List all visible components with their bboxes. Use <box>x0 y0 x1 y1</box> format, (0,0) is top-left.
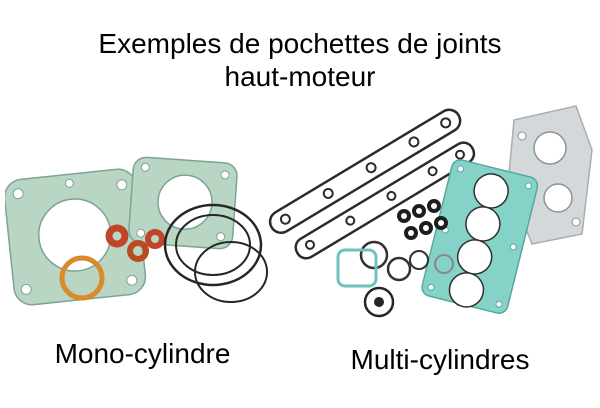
page-title: Exemples de pochettes de joints haut-mot… <box>0 27 600 93</box>
multi-valve-stem-seals <box>397 199 448 240</box>
mono-orange-o-rings <box>105 224 165 262</box>
multi-seal-ring-with-dot <box>363 286 395 318</box>
mono-head-gasket-right <box>128 156 238 250</box>
multi-small-teal-gasket <box>336 248 378 288</box>
multi-valve-cover-gasket-a <box>268 108 462 235</box>
multi-black-o-rings <box>359 240 454 282</box>
page-title-line-2: haut-moteur <box>224 60 376 92</box>
caption-mono-cylindre: Mono-cylindre <box>54 338 231 369</box>
multi-head-gasket-teal <box>421 159 539 314</box>
mono-cylinder-gasket-set-image <box>5 156 268 306</box>
caption-multi-cylindres: Multi-cylindres <box>350 344 530 375</box>
multi-valve-cover-gasket-b <box>294 141 476 260</box>
mono-amber-ring <box>59 255 105 301</box>
multi-cylinder-gasket-set-image <box>268 105 593 318</box>
mono-base-gasket-rings <box>163 203 268 303</box>
page-title-line-1: Exemples de pochettes de joints <box>98 27 502 59</box>
